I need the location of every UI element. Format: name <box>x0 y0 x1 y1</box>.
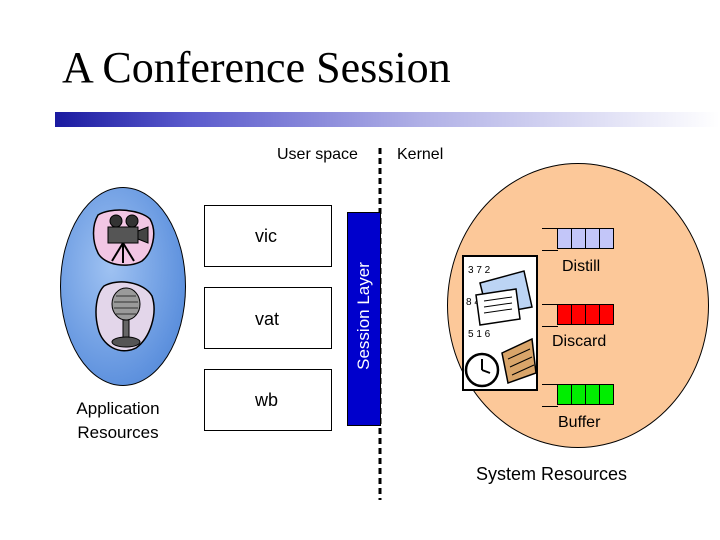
discard-queue <box>542 304 622 327</box>
chaotic-documents-clock-icon: 3 7 2 8 4 5 1 6 <box>462 255 538 391</box>
svg-text:5 1 6: 5 1 6 <box>468 329 491 340</box>
kernel-label: Kernel <box>397 146 444 163</box>
application-resources-line1: Application <box>76 399 160 418</box>
distill-label: Distill <box>562 258 601 275</box>
discard-label: Discard <box>552 333 607 350</box>
queue-rail <box>542 228 558 251</box>
queue-cell <box>557 304 572 325</box>
queue-cell <box>571 304 586 325</box>
queue-cell <box>571 228 586 249</box>
queue-cell <box>599 228 614 249</box>
app-label-vic: vic <box>255 226 277 246</box>
queue-rail <box>542 304 558 327</box>
app-box-wb[interactable]: wb <box>204 369 332 431</box>
queue-rail <box>542 384 558 407</box>
queue-cell <box>599 384 614 405</box>
microphone-icon <box>95 281 155 352</box>
buffer-label: Buffer <box>558 414 601 431</box>
queue-cell <box>599 304 614 325</box>
app-label-vat: vat <box>255 309 280 329</box>
distill-queue <box>542 228 622 251</box>
queue-cell <box>585 228 600 249</box>
svg-text:3 7 2: 3 7 2 <box>468 265 491 276</box>
page-title: A Conference Session <box>62 43 451 92</box>
application-resources-line2: Resources <box>77 423 159 442</box>
queue-cell <box>557 384 572 405</box>
title-underline-bar <box>55 112 720 127</box>
application-resources-label: Application Resources <box>62 397 174 445</box>
queue-cell <box>557 228 572 249</box>
buffer-queue <box>542 384 622 407</box>
svg-text:8 4: 8 4 <box>466 297 480 308</box>
queue-cell <box>585 384 600 405</box>
user-space-label: User space <box>277 146 358 163</box>
system-resources-label: System Resources <box>476 464 628 484</box>
app-box-vat[interactable]: vat <box>204 287 332 349</box>
queue-cell <box>571 384 586 405</box>
app-box-vic[interactable]: vic <box>204 205 332 267</box>
queue-cell <box>585 304 600 325</box>
camera-icon <box>92 209 155 266</box>
app-label-wb: wb <box>255 390 279 410</box>
session-layer-label: Session Layer <box>354 262 373 370</box>
session-layer[interactable] <box>347 212 381 426</box>
